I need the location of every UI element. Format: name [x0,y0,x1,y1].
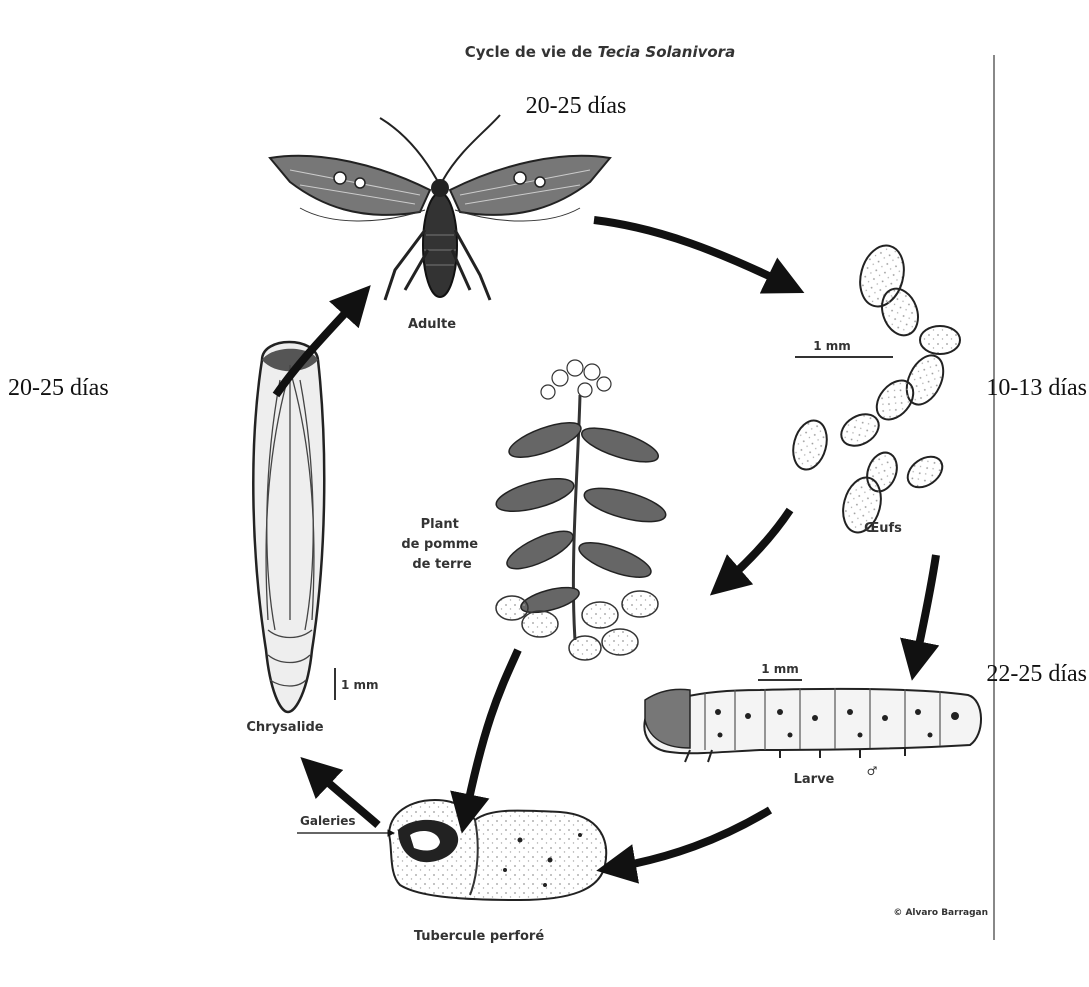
arrow-adult-to-eggs [594,220,790,286]
diagram-title: Cycle de vie de Tecia Solanivora [465,43,735,61]
duration-adult: 20-25 días [526,93,627,119]
pupa-label: Chrysalide [246,720,323,735]
title-species: Tecia Solanivora [598,43,736,61]
arrow-eggs-to-larva [915,555,936,665]
perforated-tuber-illustration [389,800,606,900]
eggs-scale-label: 1 mm [813,339,851,353]
arrow-eggs-to-plant [722,510,790,585]
plant-label: Plant de pomme de terre [401,517,482,572]
plant-label-line2: de pomme [401,537,478,552]
plant-label-line1: Plant [421,517,459,532]
duration-larva: 22-25 días [986,661,1087,687]
duration-eggs: 10-13 días [986,375,1087,401]
adult-label: Adulte [408,317,456,332]
larva-illustration [644,688,981,762]
plant-label-line3: de terre [412,557,472,572]
larva-scale-label: 1 mm [761,662,799,676]
duration-pupa: 20-25 días [8,375,109,401]
potato-plant-illustration [493,360,669,660]
eggs-illustration [788,241,960,537]
arrow-plant-to-tuber [465,650,518,818]
title-prefix: Cycle de vie de [465,43,598,61]
adult-moth-illustration [270,115,610,300]
credit-text: © Alvaro Barragan [893,908,988,918]
male-symbol: ♂ [867,764,878,778]
chrysalis-illustration [253,342,324,712]
galleries-label: Galeries [300,814,356,828]
tuber-label: Tubercule perforé [414,929,545,944]
larva-label: Larve [794,772,835,787]
arrow-larva-to-tuber [612,810,770,868]
eggs-label: Œufs [864,521,902,536]
pupa-scale-label: 1 mm [341,678,379,692]
